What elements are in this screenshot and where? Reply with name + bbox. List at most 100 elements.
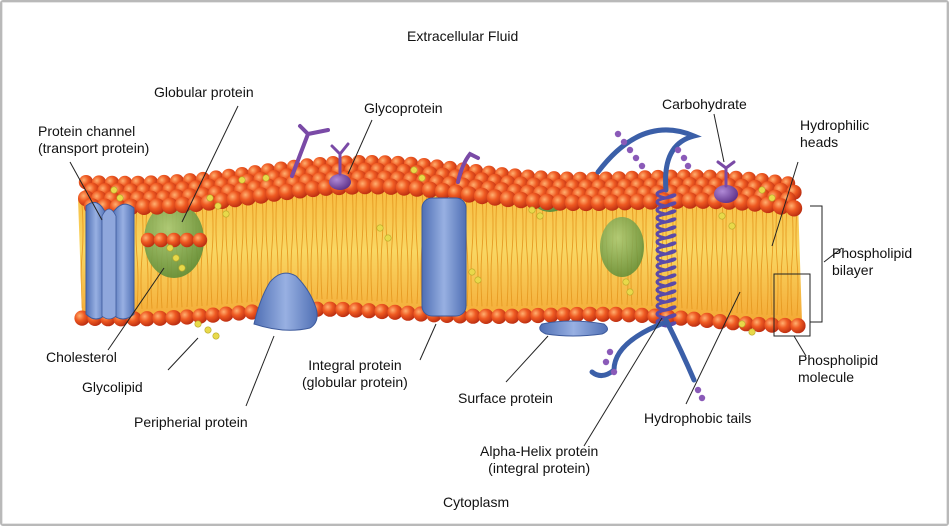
phospholipid-head — [139, 311, 154, 326]
label-hydrophilic-heads: Hydrophilic heads — [800, 117, 869, 151]
sugar-bead — [615, 131, 621, 137]
sugar-bead — [621, 139, 627, 145]
label-glycolipid: Glycolipid — [82, 379, 143, 396]
label-phospholipid-molecule-line1: Phospholipid — [798, 352, 878, 369]
cholesterol-bead — [419, 175, 425, 181]
phospholipid-head — [530, 308, 545, 323]
label-phospholipid-molecule: Phospholipid molecule — [798, 352, 878, 386]
cholesterol-bead — [759, 187, 765, 193]
cholesterol-bead — [111, 187, 117, 193]
cholesterol-bead — [117, 195, 123, 201]
label-hydrophilic-heads-line2: heads — [800, 134, 869, 151]
phospholipid-head — [556, 307, 571, 322]
label-integral-protein-line2: (globular protein) — [302, 374, 408, 391]
phospholipid-head — [180, 233, 194, 247]
cholesterol-bead — [529, 207, 535, 213]
globular-protein-right — [600, 217, 644, 277]
phospholipid-head — [608, 307, 623, 322]
phospholipid-head — [569, 307, 584, 322]
label-globular-protein: Globular protein — [154, 84, 254, 101]
label-carbohydrate: Carbohydrate — [662, 96, 747, 113]
cholesterol-bead — [195, 321, 201, 327]
sugar-bead — [685, 163, 691, 169]
cholesterol-bead — [769, 195, 775, 201]
phospholipid-head — [154, 233, 168, 247]
phospholipid-head — [595, 307, 610, 322]
label-phospholipid-molecule-line2: molecule — [798, 369, 878, 386]
label-phospholipid-bilayer: Phospholipid bilayer — [832, 245, 912, 279]
label-hydrophilic-heads-line1: Hydrophilic — [800, 117, 869, 134]
label-cytoplasm: Cytoplasm — [443, 494, 509, 511]
label-surface-protein: Surface protein — [458, 390, 553, 407]
phospholipid-head — [152, 311, 167, 326]
cholesterol-bead — [739, 321, 745, 327]
label-alpha-helix-line2: (integral protein) — [480, 460, 598, 477]
phospholipid-head — [231, 305, 246, 320]
label-integral-protein-line1: Integral protein — [302, 357, 408, 374]
phospholipid-head — [400, 306, 415, 321]
phospholipid-head — [777, 318, 792, 333]
cholesterol-bead — [377, 225, 383, 231]
sugar-bead — [627, 147, 633, 153]
label-alpha-helix-protein: Alpha-Helix protein (integral protein) — [480, 443, 598, 477]
cholesterol-bead — [173, 255, 179, 261]
phospholipid-head — [348, 302, 363, 317]
label-alpha-helix-line1: Alpha-Helix protein — [480, 443, 598, 460]
bilayer-bracket — [810, 206, 822, 322]
cholesterol-bead — [205, 327, 211, 333]
phospholipid-head — [387, 305, 402, 320]
sugar-bead — [633, 155, 639, 161]
label-peripherial-protein: Peripherial protein — [134, 414, 248, 431]
phospholipid-head — [205, 308, 220, 323]
surface-protein — [540, 321, 608, 336]
cholesterol-bead — [749, 329, 755, 335]
sugar-bead — [611, 369, 617, 375]
cholesterol-bead — [207, 195, 213, 201]
cholesterol-bead — [213, 333, 219, 339]
sugar-bead — [695, 387, 701, 393]
phospholipid-head — [504, 309, 519, 324]
phospholipid-head — [621, 307, 636, 322]
cholesterol-bead — [627, 289, 633, 295]
phospholipid-head — [374, 304, 389, 319]
label-protein-channel: Protein channel (transport protein) — [38, 123, 149, 157]
phospholipid-head — [543, 308, 558, 323]
label-protein-channel-line2: (transport protein) — [38, 140, 149, 157]
cholesterol-bead — [623, 279, 629, 285]
phospholipid-head — [491, 309, 506, 324]
sugar-bead — [639, 163, 645, 169]
phospholipid-head — [193, 233, 207, 247]
label-phospholipid-bilayer-line1: Phospholipid — [832, 245, 912, 262]
phospholipid-head — [361, 303, 376, 318]
label-extracellular-fluid: Extracellular Fluid — [407, 28, 518, 45]
phospholipid-head — [322, 302, 337, 317]
sugar-bead — [681, 155, 687, 161]
cholesterol-bead — [385, 235, 391, 241]
cholesterol-bead — [179, 265, 185, 271]
phospholipid-head — [141, 233, 155, 247]
phospholipid-head — [517, 308, 532, 323]
cholesterol-bead — [475, 277, 481, 283]
phospholipid-head — [582, 307, 597, 322]
cholesterol-bead — [263, 175, 269, 181]
phospholipid-head — [165, 310, 180, 325]
phospholipid-head — [335, 302, 350, 317]
cholesterol-bead — [167, 245, 173, 251]
cholesterol-bead — [223, 211, 229, 217]
phospholipid-head — [764, 318, 779, 333]
protein-channel — [86, 202, 134, 319]
phospholipid-head — [790, 318, 805, 333]
label-hydrophobic-tails: Hydrophobic tails — [644, 410, 751, 427]
label-phospholipid-bilayer-line2: bilayer — [832, 262, 912, 279]
cholesterol-bead — [215, 203, 221, 209]
phospholipid-head — [179, 309, 194, 324]
cholesterol-bead — [719, 213, 725, 219]
label-cholesterol: Cholesterol — [46, 349, 117, 366]
integral-protein — [422, 198, 466, 316]
label-integral-protein: Integral protein (globular protein) — [302, 357, 408, 391]
cholesterol-bead — [469, 269, 475, 275]
phospholipid-head — [699, 313, 714, 328]
sugar-bead — [607, 349, 613, 355]
